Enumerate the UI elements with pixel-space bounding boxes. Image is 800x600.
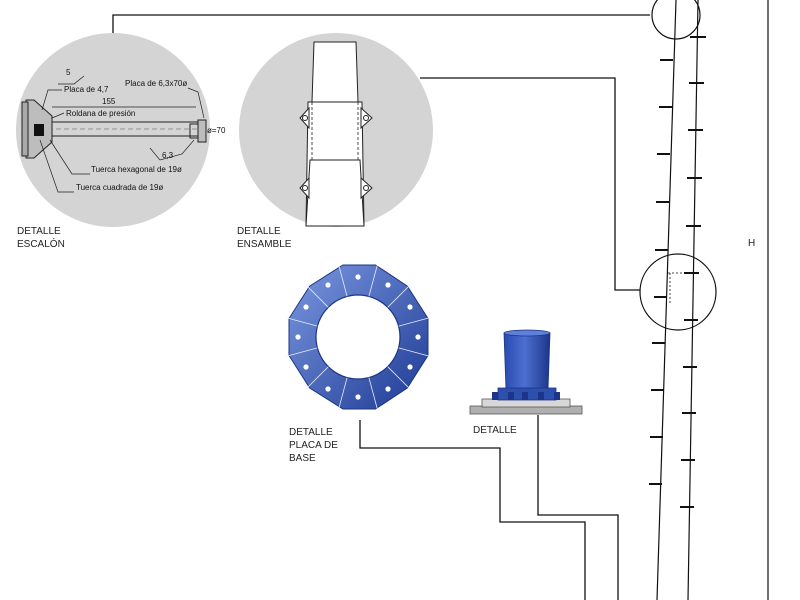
callout-circle-top bbox=[651, 0, 701, 40]
base-plate-bolt-hole bbox=[303, 304, 309, 310]
detalle-placa-base: DETALLE PLACA DE BASE bbox=[286, 264, 430, 464]
base-plate-segment-line bbox=[338, 265, 348, 297]
label-placa-4-7: Placa de 4,7 bbox=[64, 85, 109, 94]
dim-5: 5 bbox=[66, 68, 71, 77]
base-plate-segment-line bbox=[368, 265, 378, 297]
connector-escalon bbox=[112, 14, 650, 35]
detalle-base-cylinder: DETALLE bbox=[469, 329, 583, 436]
base-plate-bolt-hole bbox=[415, 334, 421, 340]
connector-placa-base bbox=[359, 420, 586, 600]
base-plate-bolt-hole bbox=[407, 304, 413, 310]
base-plate-segment-line bbox=[305, 366, 329, 390]
base-plate-center-hole bbox=[315, 294, 401, 380]
escalon-title-line2: ESCALÓN bbox=[17, 237, 65, 250]
pole: H bbox=[639, 0, 769, 600]
label-placa-6-3x70: Placa de 6,3x70ø bbox=[125, 79, 187, 88]
detalle-ensamble: DETALLE ENSAMBLE bbox=[237, 33, 433, 250]
escalon-title-line1: DETALLE bbox=[17, 226, 61, 237]
base-plate-bolt-hole bbox=[407, 364, 413, 370]
connector-lines bbox=[112, 14, 650, 600]
base-plate-bolt-hole bbox=[303, 364, 309, 370]
pole-step-pegs bbox=[649, 36, 706, 508]
base-plate-segment-line bbox=[338, 377, 348, 409]
label-tuerca-cuadrada: Tuerca cuadrada de 19ø bbox=[76, 183, 163, 192]
detalle-escalon: 155 5 Placa de 4,7 Placa de 6,3x70ø Rold… bbox=[16, 33, 226, 250]
base-plate-bolt-hole bbox=[385, 282, 391, 288]
base-plate-segment-line bbox=[286, 317, 318, 327]
dim-155: 155 bbox=[102, 97, 116, 106]
base-plate-segment-line bbox=[286, 347, 318, 357]
ensamble-title-line2: ENSAMBLE bbox=[237, 239, 292, 250]
detalle-title: DETALLE bbox=[473, 425, 517, 436]
base-plate-segment-line bbox=[387, 284, 411, 308]
ensamble-title-line1: DETALLE bbox=[237, 226, 281, 237]
label-phi-70: ø=70 bbox=[207, 126, 226, 135]
base-plate-segment-line bbox=[398, 347, 430, 357]
placa-base-title-line1: DETALLE bbox=[289, 427, 333, 438]
base-plate-segment-line bbox=[387, 366, 411, 390]
placa-base-title-line2: PLACA DE bbox=[289, 440, 338, 451]
dim-6-3: 6,3 bbox=[162, 151, 174, 160]
base-plate-segment-line bbox=[305, 284, 329, 308]
placa-base-title-line3: BASE bbox=[289, 453, 316, 464]
base-plate-bolt-hole bbox=[355, 394, 361, 400]
callout-circle-joint bbox=[639, 253, 717, 331]
base-plate-segment-line bbox=[368, 377, 378, 409]
base-plate-bolt-hole bbox=[325, 386, 331, 392]
escalon-circle bbox=[16, 33, 210, 227]
connector-ensamble bbox=[420, 77, 640, 291]
height-label: H bbox=[748, 238, 755, 249]
base-plate-bolt-hole bbox=[295, 334, 301, 340]
base-plate-segment-line bbox=[398, 317, 430, 327]
label-tuerca-hexagonal: Tuerca hexagonal de 19ø bbox=[91, 165, 182, 174]
base-plate-bolt-hole bbox=[325, 282, 331, 288]
connector-detalle-base bbox=[537, 415, 619, 600]
base-plate-bolt-hole bbox=[355, 274, 361, 280]
label-roldana-de-presion: Roldana de presión bbox=[66, 109, 135, 118]
base-plate-bolt-hole bbox=[385, 386, 391, 392]
